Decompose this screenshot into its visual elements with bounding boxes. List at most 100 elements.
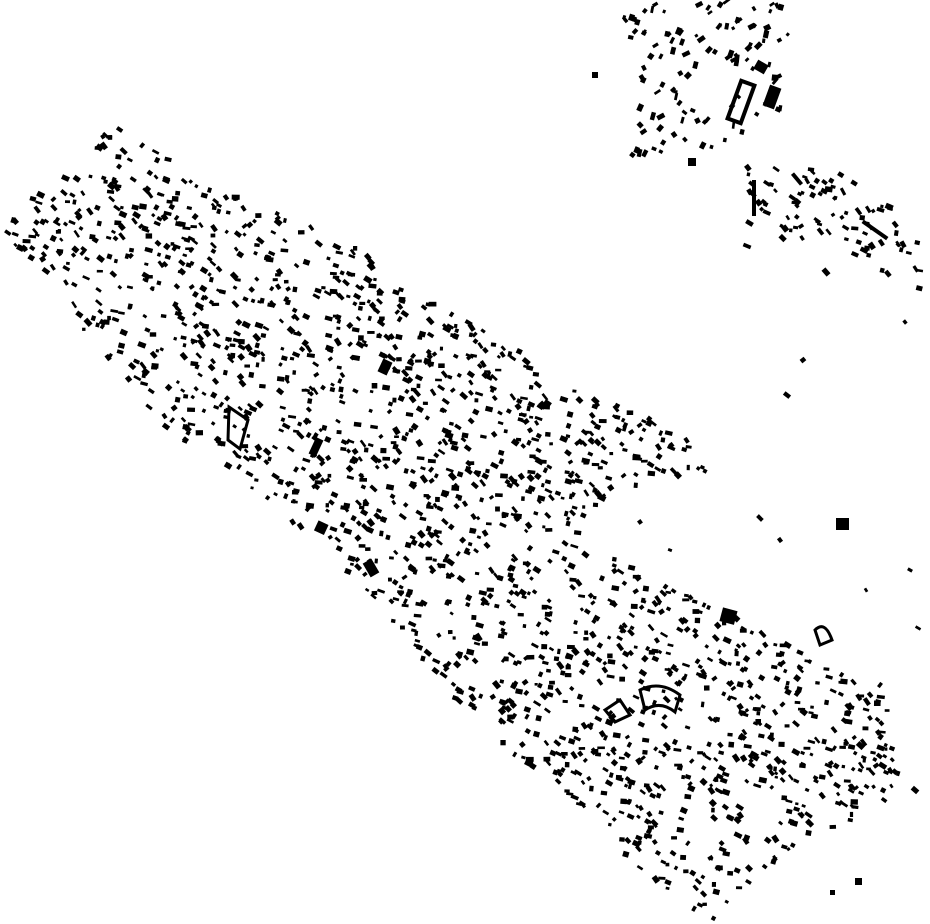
building [374, 464, 380, 470]
building [747, 22, 756, 31]
large-building [861, 219, 889, 241]
building [528, 384, 534, 390]
building [843, 237, 849, 242]
building [170, 404, 178, 412]
building [160, 213, 169, 222]
building [419, 516, 427, 522]
building [561, 555, 568, 562]
building [711, 881, 717, 887]
building [710, 915, 717, 922]
building [851, 226, 859, 231]
building [173, 214, 180, 221]
building [522, 624, 527, 629]
building [313, 432, 319, 437]
building [534, 415, 543, 422]
building [809, 191, 817, 199]
building [437, 563, 446, 569]
building [380, 447, 387, 454]
building [780, 844, 788, 850]
building [334, 536, 342, 543]
building [771, 708, 779, 716]
building [791, 200, 798, 205]
building [785, 799, 793, 804]
building [358, 544, 366, 548]
building [692, 632, 699, 639]
building [273, 492, 278, 497]
building [773, 188, 778, 194]
building [358, 284, 365, 291]
building [841, 224, 850, 231]
building [450, 681, 457, 687]
building [324, 477, 331, 484]
building [346, 321, 354, 330]
building [834, 800, 841, 806]
building [730, 685, 737, 692]
building [334, 276, 342, 284]
building [601, 493, 607, 498]
building [589, 785, 594, 792]
building [174, 396, 181, 403]
building [448, 421, 454, 426]
building [680, 854, 687, 861]
building [284, 374, 290, 381]
building [705, 4, 712, 12]
building [757, 733, 765, 739]
building [879, 267, 885, 274]
building [823, 667, 830, 671]
building [367, 331, 375, 334]
building [592, 502, 599, 508]
building [486, 592, 494, 600]
building [83, 317, 93, 327]
building [636, 103, 645, 112]
building [345, 448, 352, 454]
building [283, 279, 289, 284]
building [41, 266, 51, 275]
building [454, 423, 462, 431]
building [277, 478, 284, 486]
building [190, 338, 198, 344]
building [636, 148, 643, 158]
building [883, 742, 888, 748]
building [338, 393, 344, 399]
building [864, 245, 870, 251]
building [439, 346, 444, 351]
building [565, 516, 571, 521]
building [486, 371, 492, 377]
building [627, 34, 634, 40]
building [254, 342, 260, 349]
building [376, 290, 383, 296]
building [510, 512, 516, 517]
building [448, 311, 455, 318]
building [117, 311, 125, 315]
building [210, 202, 217, 210]
building [54, 216, 61, 223]
building [491, 679, 502, 690]
building [781, 224, 790, 233]
building [777, 3, 785, 11]
building [65, 261, 70, 266]
building [15, 243, 25, 253]
building [635, 845, 642, 853]
building [866, 252, 872, 258]
building [753, 41, 763, 51]
building [542, 525, 546, 529]
building [22, 239, 31, 244]
building [274, 210, 280, 217]
building [511, 553, 519, 562]
building [265, 254, 272, 259]
building [408, 481, 418, 490]
building [676, 764, 684, 771]
building [127, 252, 134, 260]
building [696, 902, 704, 908]
building [733, 52, 740, 60]
building [698, 672, 708, 680]
building [49, 234, 57, 243]
building [595, 656, 603, 663]
building [194, 363, 200, 370]
building [129, 176, 137, 183]
building [461, 500, 469, 508]
building [622, 17, 629, 24]
building [605, 475, 613, 481]
building [314, 239, 323, 248]
building [761, 38, 766, 44]
